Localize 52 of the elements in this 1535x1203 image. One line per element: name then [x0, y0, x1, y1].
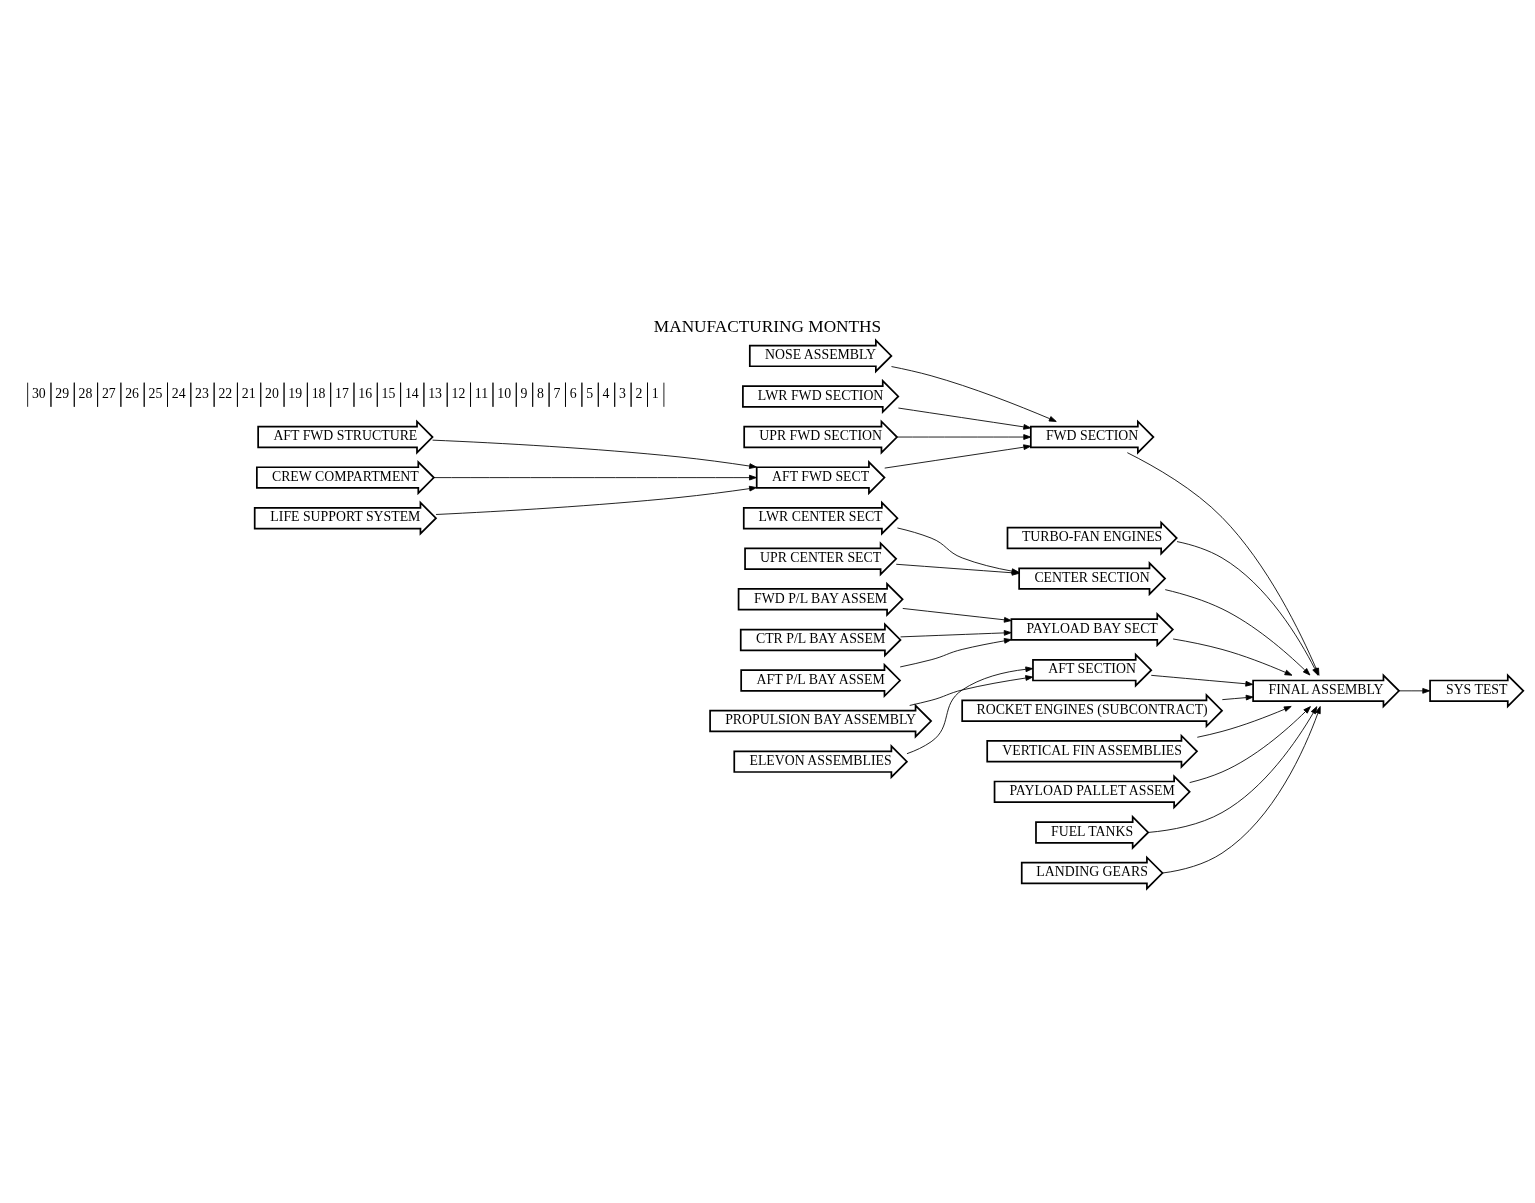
- arrow: [906, 666, 1034, 755]
- arrow: [902, 608, 1012, 623]
- arrow: [897, 407, 1032, 430]
- arrow: [1172, 638, 1293, 676]
- arrow: [1196, 706, 1292, 738]
- label: 28: [78, 386, 93, 402]
- arrow: [900, 630, 1012, 638]
- label: 26: [125, 386, 139, 402]
- diagram-title: MANUFACTURING MONTHS: [653, 316, 882, 336]
- label: 7: [553, 386, 561, 402]
- label: 23: [195, 386, 209, 402]
- arrow: [899, 638, 1012, 668]
- label: 11: [474, 386, 489, 402]
- arrow: [1398, 688, 1431, 694]
- label: 21: [241, 386, 256, 402]
- label: 25: [148, 386, 163, 402]
- arrow: [433, 474, 757, 481]
- arrow: [1148, 706, 1318, 833]
- arrow: [435, 485, 757, 515]
- label: 29: [55, 386, 70, 402]
- label: 15: [381, 386, 396, 402]
- arrow: [1164, 589, 1311, 676]
- label: 10: [497, 386, 512, 402]
- arrow: [884, 444, 1032, 469]
- arrow: [909, 675, 1034, 706]
- label: 8: [537, 386, 544, 402]
- label: 1: [651, 386, 659, 402]
- label: 14: [404, 386, 419, 402]
- arrow: [1221, 694, 1254, 701]
- label: 17: [334, 386, 349, 402]
- label: 22: [218, 386, 233, 402]
- label: 27: [101, 386, 116, 402]
- label: 24: [171, 386, 186, 402]
- arrow: [1189, 706, 1311, 783]
- label: 5: [586, 386, 594, 402]
- label: 20: [265, 386, 279, 402]
- label: 6: [569, 386, 577, 402]
- label: 2: [635, 386, 643, 402]
- label: 30: [31, 386, 46, 402]
- arrow: [432, 439, 757, 469]
- label: 18: [311, 386, 326, 402]
- label: 4: [602, 386, 610, 402]
- label: 16: [358, 386, 373, 402]
- arrow: [1150, 674, 1254, 687]
- arrow: [896, 434, 1032, 440]
- label: 19: [288, 386, 303, 402]
- label: 3: [619, 386, 626, 402]
- arrow: [1162, 706, 1321, 874]
- label: 13: [428, 386, 443, 402]
- arrow: [891, 366, 1057, 422]
- label: 12: [451, 386, 466, 402]
- label: 9: [520, 386, 528, 402]
